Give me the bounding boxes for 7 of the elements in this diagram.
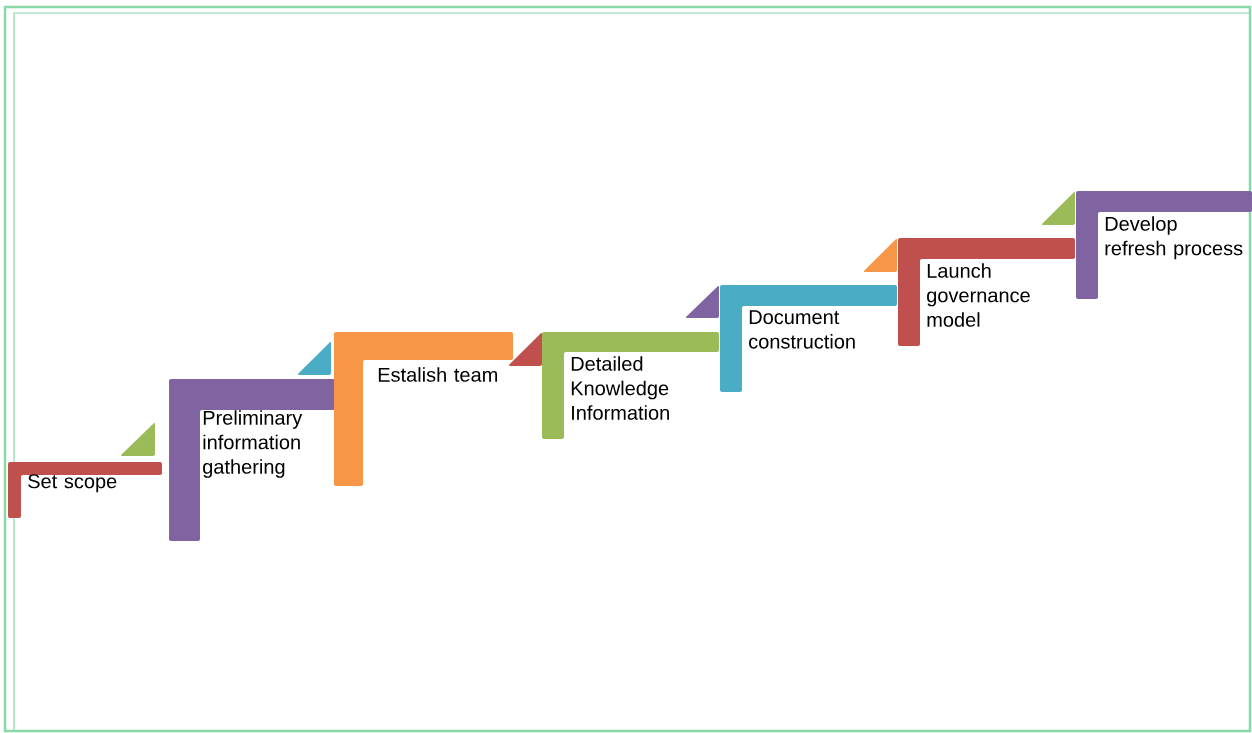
stair-step: Detailed Knowledge Information: [542, 332, 719, 439]
stair-step: Develop refresh process: [1076, 191, 1252, 299]
stair-step: Document construction: [720, 285, 897, 392]
stair-step: Preliminary information gathering: [169, 379, 335, 541]
stair-step: Set scope: [8, 462, 162, 518]
stair-step: Estalish team: [334, 332, 513, 486]
stair-step: Launch governance model: [898, 238, 1075, 346]
